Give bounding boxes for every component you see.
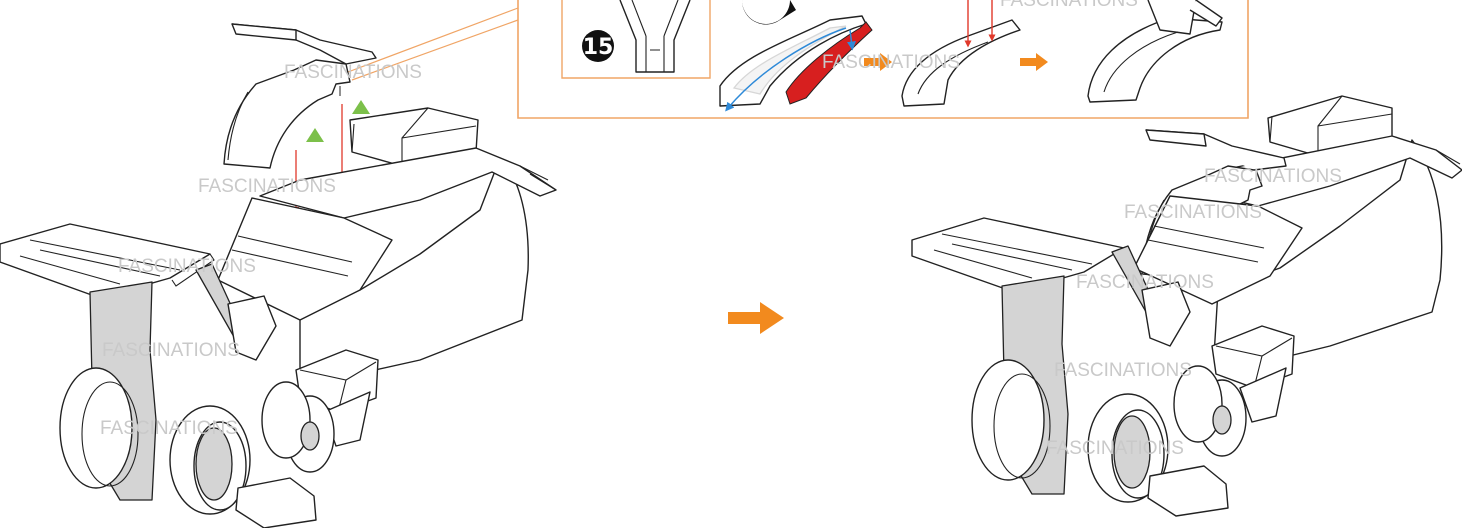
blue-fold-arrow-short xyxy=(846,29,856,51)
inset-frame xyxy=(517,0,1249,119)
speech-pointer-icon xyxy=(741,0,796,25)
watermark: FASCINATIONS xyxy=(198,176,336,197)
watermark: FASCINATIONS xyxy=(822,52,960,73)
top-curved-part xyxy=(223,23,377,169)
front-wheel-ring xyxy=(169,405,251,515)
finished-part-step xyxy=(1087,0,1223,103)
top-shelf xyxy=(259,147,557,219)
step-number: 15 xyxy=(583,35,614,60)
watermark: FASCINATIONS xyxy=(100,418,238,439)
green-tab-icon xyxy=(306,128,324,142)
fold-step-parts xyxy=(719,15,873,112)
circled-number-icon xyxy=(582,30,614,62)
mid-block xyxy=(1141,281,1191,347)
watermark: FASCINATIONS xyxy=(1000,0,1138,11)
watermark: FASCINATIONS xyxy=(102,340,240,361)
assembled-part-step xyxy=(901,0,1021,107)
assembly-before: FASCINATIONS FASCINATIONS FASCINATIONS F… xyxy=(0,23,557,528)
assembly-after: FASCINATIONS FASCINATIONS FASCINATIONS F… xyxy=(911,95,1462,517)
right-arrow-icon xyxy=(1020,53,1048,71)
callout-leader-lines xyxy=(347,7,519,81)
watermark: FASCINATIONS xyxy=(1124,202,1262,223)
front-tray xyxy=(911,217,1125,293)
watermark: FASCINATIONS xyxy=(1204,166,1342,187)
rear-wheel xyxy=(1173,365,1247,457)
side-wheel-ring xyxy=(971,359,1051,481)
right-arrow-icon xyxy=(864,53,892,71)
right-arrow-icon xyxy=(728,302,784,334)
detail-inset: 15 xyxy=(347,0,1249,119)
rear-wheel xyxy=(261,381,335,473)
step-15-badge: 15 xyxy=(582,30,614,62)
green-tab-icon xyxy=(352,100,370,114)
watermark: FASCINATIONS xyxy=(1054,360,1192,381)
side-wheel-ring xyxy=(59,367,139,489)
watermark: FASCINATIONS xyxy=(118,256,256,277)
watermark: FASCINATIONS xyxy=(1076,272,1214,293)
front-tray xyxy=(0,223,211,299)
part-15-piece xyxy=(619,0,691,73)
base-foot xyxy=(235,477,317,528)
cross-bar xyxy=(1239,367,1287,423)
watermark: FASCINATIONS xyxy=(284,62,422,83)
blue-fold-arrow xyxy=(725,27,847,112)
base-foot xyxy=(1147,465,1229,517)
watermark: FASCINATIONS xyxy=(1046,438,1184,459)
part-callout-box xyxy=(561,0,711,79)
mid-block xyxy=(227,295,277,361)
rear-box xyxy=(1211,325,1295,389)
